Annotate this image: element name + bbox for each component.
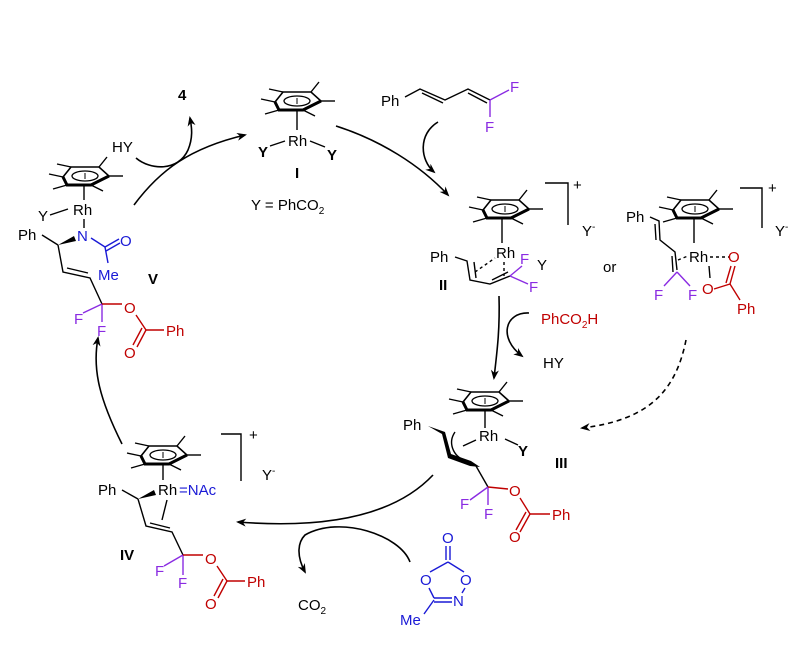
species-II-alt: + Y- Ph Rh F F O O Ph	[626, 180, 788, 318]
o2-IV: O	[205, 596, 217, 613]
label-IV: IV	[120, 547, 134, 564]
species-II: + Y- Rh Ph F F Y II	[430, 177, 595, 296]
f2-III: F	[484, 506, 493, 523]
hy-released: HY	[543, 355, 564, 372]
y-right-I: Y	[327, 147, 337, 164]
y-V: Y	[38, 208, 48, 225]
charge-II: +	[573, 177, 582, 194]
o1-II-alt: O	[728, 249, 740, 266]
rh-I: Rh	[288, 133, 307, 150]
f1-II: F	[520, 251, 529, 268]
rh-III: Rh	[479, 428, 498, 445]
f1-V: F	[74, 311, 83, 328]
counterion-IV: Y-	[262, 466, 275, 484]
dioxazolone-o-right: O	[460, 572, 472, 589]
ph-III: Ph	[403, 417, 421, 434]
cp-star-icon	[259, 80, 337, 118]
y-definition: Y = PhCO2	[251, 197, 325, 217]
ph-red-IV: Ph	[247, 574, 265, 591]
label-I: I	[295, 165, 299, 182]
f2-IV: F	[178, 575, 187, 592]
ph-IV: Ph	[98, 482, 116, 499]
acid-side-arrow	[506, 312, 530, 358]
diene-ph: Ph	[381, 93, 399, 110]
diene-reagent: Ph F F	[381, 79, 519, 136]
species-V: Rh Y Ph N O Me V F F O Ph O	[18, 155, 184, 362]
ph-red-III: Ph	[552, 507, 570, 524]
o2-II-alt: O	[702, 281, 714, 298]
ph-II: Ph	[430, 249, 448, 266]
dioxazolone-me: Me	[400, 612, 421, 629]
f2-II: F	[529, 279, 538, 296]
species-IV: + Y- Ph Rh =NAc IV F F O Ph O	[98, 427, 275, 613]
y-II: Y	[537, 257, 547, 274]
f2-V: F	[97, 323, 106, 340]
rh-V: Rh	[73, 202, 92, 219]
dashed-arrow-alt-to-III	[580, 339, 687, 432]
o-amide-V: O	[120, 233, 132, 250]
rh-II: Rh	[496, 245, 515, 262]
arrow-I-to-II	[335, 125, 450, 197]
label-II: II	[439, 277, 447, 294]
charge-II-alt: +	[768, 180, 777, 197]
imido-nac: =NAc	[179, 482, 217, 499]
charge-IV: +	[249, 427, 258, 444]
ph-V: Ph	[18, 227, 36, 244]
species-I: Rh Y Y I Y = PhCO2	[251, 80, 337, 217]
o1-III: O	[509, 483, 521, 500]
ph-II-alt: Ph	[626, 209, 644, 226]
y-left-I: Y	[258, 144, 268, 161]
dioxazolone-o-top: O	[442, 530, 454, 547]
n-V: N	[77, 228, 88, 245]
co2-released: CO2	[298, 597, 327, 617]
rh-II-alt: Rh	[689, 249, 708, 266]
f2-II-alt: F	[688, 287, 697, 304]
label-V: V	[148, 271, 158, 288]
o1-V: O	[124, 300, 136, 317]
f1-IV: F	[155, 563, 164, 580]
dioxazolone-o-left: O	[420, 572, 432, 589]
diene-f2: F	[485, 119, 494, 136]
label-III: III	[555, 455, 568, 472]
counterion-II: Y-	[582, 222, 595, 240]
y-III: Y	[518, 443, 528, 460]
species-III: Rh Y III Ph F F O Ph O	[403, 380, 570, 546]
o2-V: O	[124, 345, 136, 362]
me-V: Me	[98, 267, 119, 284]
product-4: 4	[178, 87, 187, 104]
arrow-III-to-IV	[236, 474, 434, 527]
f1-III: F	[460, 496, 469, 513]
diene-f1: F	[510, 79, 519, 96]
ph-red-II-alt: Ph	[737, 301, 755, 318]
diene-incoming-arrow	[422, 121, 439, 174]
counterion-II-alt: Y-	[775, 222, 788, 240]
hy-added: HY	[112, 139, 133, 156]
dioxazolone-co2-arrow	[297, 526, 411, 574]
o2-III: O	[509, 529, 521, 546]
arrow-IV-to-V	[92, 336, 123, 445]
ph-red-V: Ph	[166, 323, 184, 340]
acid-reagent: PhCO2H	[541, 311, 598, 331]
f1-II-alt: F	[654, 287, 663, 304]
dioxazolone-reagent: O O O N Me	[400, 530, 472, 629]
dioxazolone-n: N	[453, 593, 464, 610]
rh-IV: Rh	[158, 482, 177, 499]
arrow-II-to-III	[490, 295, 500, 380]
o1-IV: O	[205, 551, 217, 568]
hy-product-arrow	[135, 116, 196, 168]
or-text: or	[603, 259, 616, 276]
